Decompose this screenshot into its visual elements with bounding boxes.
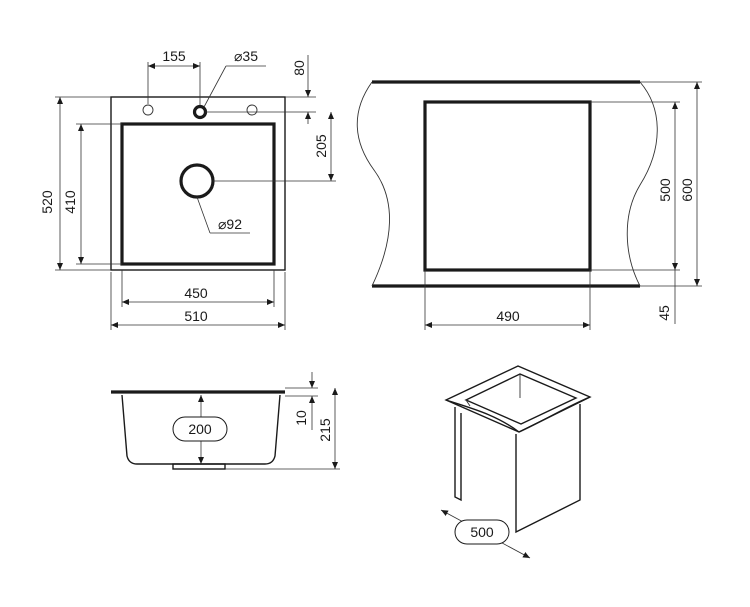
dim-bottom-margin: 45 [656,305,672,321]
dim-cabinet-height: 600 [679,178,695,202]
tap-hole [192,104,208,120]
cutout-outline [423,100,592,272]
dim-outer-depth: 520 [39,190,55,214]
sink-outer-outline [110,96,286,271]
dim-side-bowl-depth: 200 [188,421,212,437]
dim-bowl-depth: 410 [62,190,78,214]
dim-tap-hole: ⌀35 [234,48,258,64]
bowl-outline [120,122,276,266]
dim-rim-thickness: 10 [293,410,309,426]
dim-cutout-width: 490 [496,308,520,324]
optional-hole-left [142,104,154,116]
drain-hole [179,163,215,199]
cutout-view: 600 500 45 490 [356,80,702,330]
sink-opening [464,373,578,425]
dim-outer-width: 510 [184,308,208,324]
break-line-left [356,81,390,287]
cabinet-front-panel [515,404,581,534]
cabinet-left-panel [454,407,462,502]
dim-bowl-depth-pill [172,416,228,442]
dim-tap-offset: 155 [162,48,186,64]
dim-tap-to-drain: 205 [313,134,329,158]
dim-edge-to-tap: 80 [291,60,307,76]
dim-total-depth: 215 [317,418,333,442]
drain-outlet [172,463,226,470]
dim-cabinet-width-pill [454,519,510,545]
optional-hole-right [246,104,258,116]
side-view: 200 10 215 [111,372,340,470]
cabinet-view: 500 [440,365,592,559]
dim-drain: ⌀92 [218,216,242,232]
dim-cutout-height: 500 [657,178,673,202]
dim-bowl-width: 450 [184,285,208,301]
dim-cabinet-width: 500 [470,524,494,540]
top-view: 155 ⌀35 80 205 520 410 ⌀92 450 [39,48,336,330]
break-line-right [626,81,658,287]
